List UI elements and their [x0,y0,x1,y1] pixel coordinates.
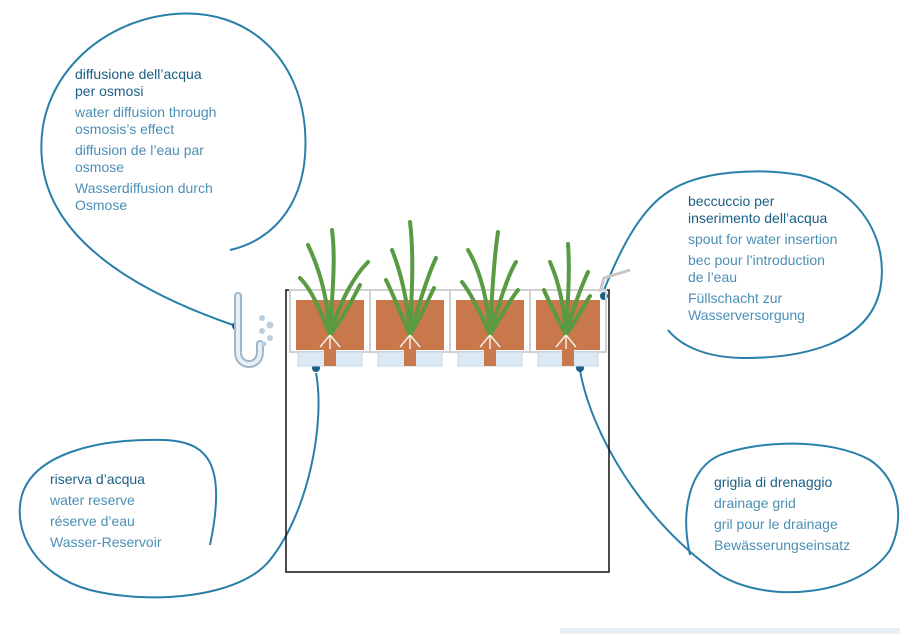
plant-icon [542,242,592,337]
callout-spout-line-de: Füllschacht zur Wasserversorgung [688,290,805,323]
callout-reserve-line-de: Wasser-Reservoir [50,534,162,550]
water-spout [598,268,631,293]
callout-reserve-line-fr: réserve d’eau [50,513,135,529]
callout-reserve-title: riserva d’acqua [50,471,145,487]
plant-icon [460,230,520,337]
pipe-with-droplets-icon [234,292,274,368]
plant-icon [384,220,438,337]
callout-bubble-osmosis [40,12,307,327]
callout-osmosis: diffusione dell’acqua per osmosi water d… [75,66,265,218]
callout-reserve: riserva d’acqua water reserve réserve d’… [50,471,230,555]
callout-grid-title: griglia di drenaggio [714,474,833,490]
callout-spout-line-en: spout for water insertion [688,231,838,247]
callout-grid: griglia di drenaggio drainage grid gril … [714,474,884,558]
callout-spout-title: beccuccio per inserimento dell’acqua [688,193,828,226]
plant-icon [298,228,370,337]
callout-grid-line-de: Bewässerungseinsatz [714,537,851,553]
callout-osmosis-line-de: Wasserdiffusion durch Osmose [75,180,213,213]
callout-spout: beccuccio per inserimento dell’acqua spo… [688,193,878,328]
callout-grid-line-en: drainage grid [714,495,796,511]
callout-osmosis-line-fr: diffusion de l’eau par osmose [75,142,204,175]
plant-roots [319,334,577,349]
callout-spout-line-fr: bec pour l’introduction de l’eau [688,252,825,285]
callout-osmosis-title: diffusione dell’acqua per osmosi [75,66,202,99]
callout-osmosis-line-en: water diffusion through osmosis’s effect [75,104,217,137]
bottom-strip [560,628,900,634]
callout-grid-line-fr: gril pour le drainage [714,516,838,532]
callout-bubble-spout [603,170,883,360]
callout-reserve-line-en: water reserve [50,492,135,508]
callout-bubble-reserve [18,372,320,599]
callout-bubble-grid [579,369,900,594]
